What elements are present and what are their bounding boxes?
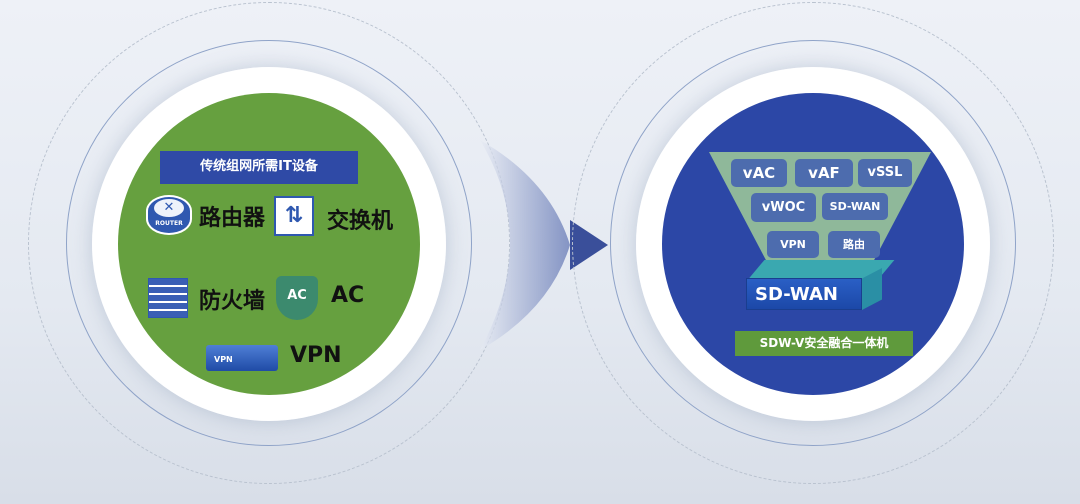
left-green-circle (118, 93, 420, 395)
left-thin-ring (66, 40, 472, 446)
sdwan-device: SD-WAN (746, 278, 862, 310)
router-label: 路由器 (199, 206, 266, 231)
router-icon: ✕ ROUTER (146, 195, 192, 235)
firewall-label: 防火墙 (199, 289, 266, 314)
switch-icon: ⇅ (274, 196, 314, 236)
switch-label: 交换机 (327, 209, 394, 234)
firewall-icon (148, 278, 188, 318)
sdwan-device-side (862, 268, 882, 310)
ac-shield-icon: AC (276, 276, 318, 320)
tile-vaf: vAF (795, 159, 853, 187)
ac-label: AC (331, 283, 365, 308)
vpn-device-icon: VPN (206, 345, 278, 371)
tile-vac: vAC (731, 159, 787, 187)
tile-vwoc: vWOC (751, 193, 816, 222)
tile-vssl: vSSL (858, 159, 912, 187)
sdwan-device-label: SD-WAN (755, 284, 838, 305)
right-dashed-circle (572, 2, 1054, 484)
left-dashed-circle (28, 2, 510, 484)
vpn-device-text: VPN (214, 355, 233, 364)
tile-sdwan: SD-WAN (822, 193, 888, 220)
router-icon-text: ROUTER (155, 220, 183, 227)
vpn-label: VPN (290, 343, 342, 368)
left-title-bar: 传统组网所需IT设备 (160, 151, 358, 184)
caption-bar: SDW-V安全融合一体机 (735, 331, 913, 356)
right-thin-ring (610, 40, 1016, 446)
ac-shield-text: AC (287, 288, 307, 303)
tile-vpn: VPN (767, 231, 819, 258)
tile-routing: 路由 (828, 231, 880, 258)
